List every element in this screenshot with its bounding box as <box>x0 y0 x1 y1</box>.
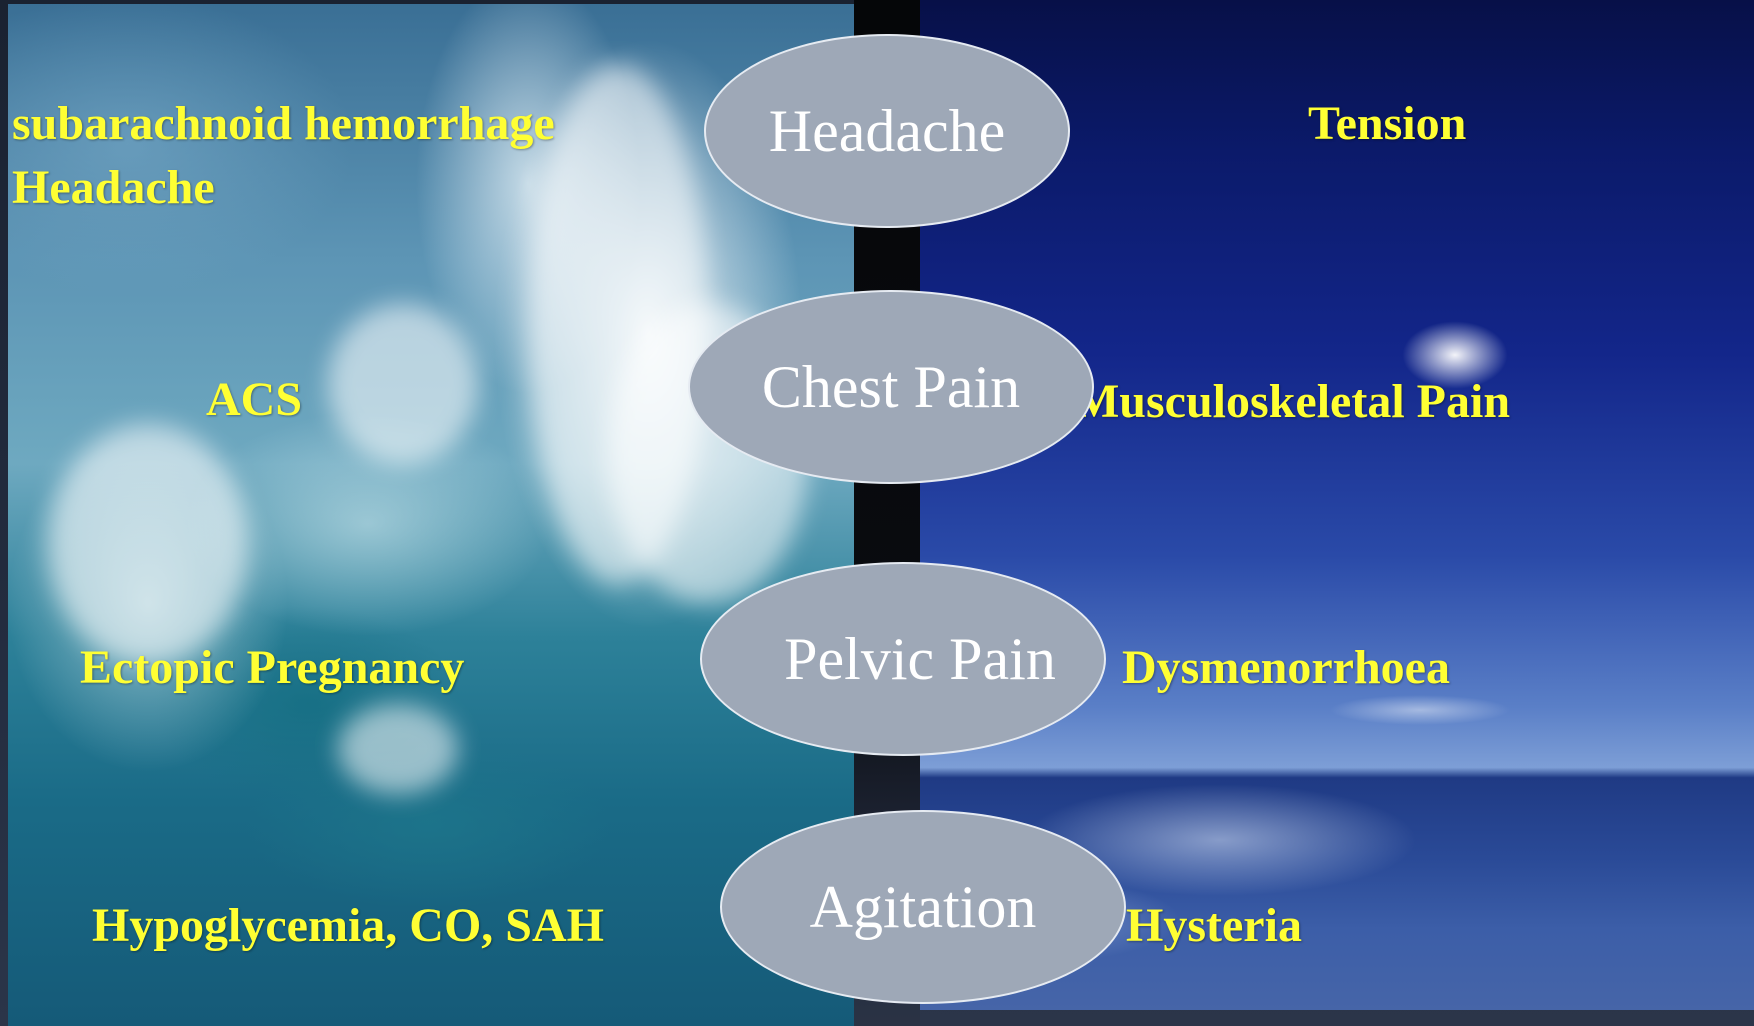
serious-diagnosis-pelvic-pain: Ectopic Pregnancy <box>80 636 464 700</box>
symptom-oval-pelvic-pain: Pelvic Pain <box>700 562 1106 756</box>
symptom-label: Headache <box>769 97 1005 166</box>
symptom-oval-chest-pain: Chest Pain <box>688 290 1094 484</box>
benign-diagnosis-pelvic-pain: Dysmenorrhoea <box>1122 636 1450 700</box>
symptom-oval-headache: Headache <box>704 34 1070 228</box>
serious-diagnosis-agitation: Hypoglycemia, CO, SAH <box>92 894 604 958</box>
symptom-label: Chest Pain <box>762 353 1020 422</box>
serious-diagnosis-chest-pain: ACS <box>206 368 302 432</box>
benign-diagnosis-agitation: Hysteria <box>1126 894 1302 958</box>
symptom-oval-agitation: Agitation <box>720 810 1126 1004</box>
benign-diagnosis-headache: Tension <box>1308 92 1466 156</box>
symptom-label: Agitation <box>810 873 1037 942</box>
symptom-label: Pelvic Pain <box>784 625 1056 694</box>
benign-diagnosis-chest-pain: Musculoskeletal Pain <box>1074 370 1510 434</box>
serious-diagnosis-headache: subarachnoid hemorrhage Headache <box>12 92 555 220</box>
